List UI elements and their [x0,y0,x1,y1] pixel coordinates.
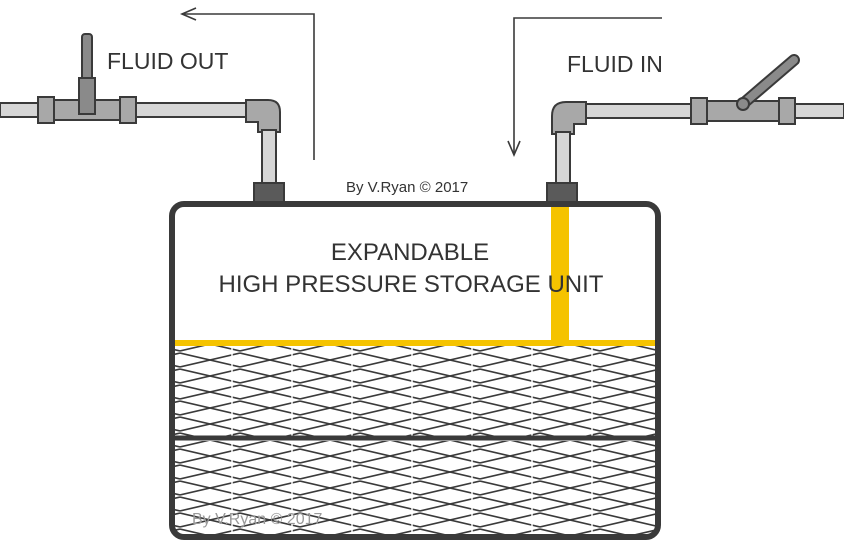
unit-title-line2: HIGH PRESSURE STORAGE UNIT [219,271,604,298]
fluid-out-label: FLUID OUT [107,48,228,74]
tank-fluid-space [172,204,658,344]
inlet-vertical-pipe [555,131,571,185]
arrow-down-icon [507,17,662,158]
arrow-left-icon [179,7,315,160]
inlet-pipe-assembly [507,17,844,204]
inlet-tank-fitting [546,182,578,204]
tank-outline [169,201,661,540]
outlet-tank-fitting [253,182,285,204]
bellows-dividers [231,346,593,537]
bellows-upper [172,346,658,436]
fluid-level-line [174,340,656,346]
fluid-in-label: FLUID IN [567,51,663,77]
ball-valve-closed-icon[interactable] [78,33,96,115]
watermark-label: By V.Ryan © 2017 [192,511,322,528]
inlet-elbow [551,101,587,135]
bellows-lower [172,441,658,537]
inlet-valve-coupling-right [778,97,796,125]
inlet-fluid-stream [551,206,569,342]
outlet-vertical-pipe [261,129,277,185]
storage-tank [169,201,661,540]
ball-valve-open-icon[interactable] [736,54,800,111]
outlet-elbow [245,99,281,133]
outlet-valve-coupling-left [37,96,55,124]
unit-title-line1: EXPANDABLE [331,239,489,266]
outlet-pipe-assembly [0,7,315,204]
credit-label: By V.Ryan © 2017 [346,179,468,196]
outlet-valve-coupling-right [119,96,137,124]
inlet-valve-coupling-left [690,97,708,125]
